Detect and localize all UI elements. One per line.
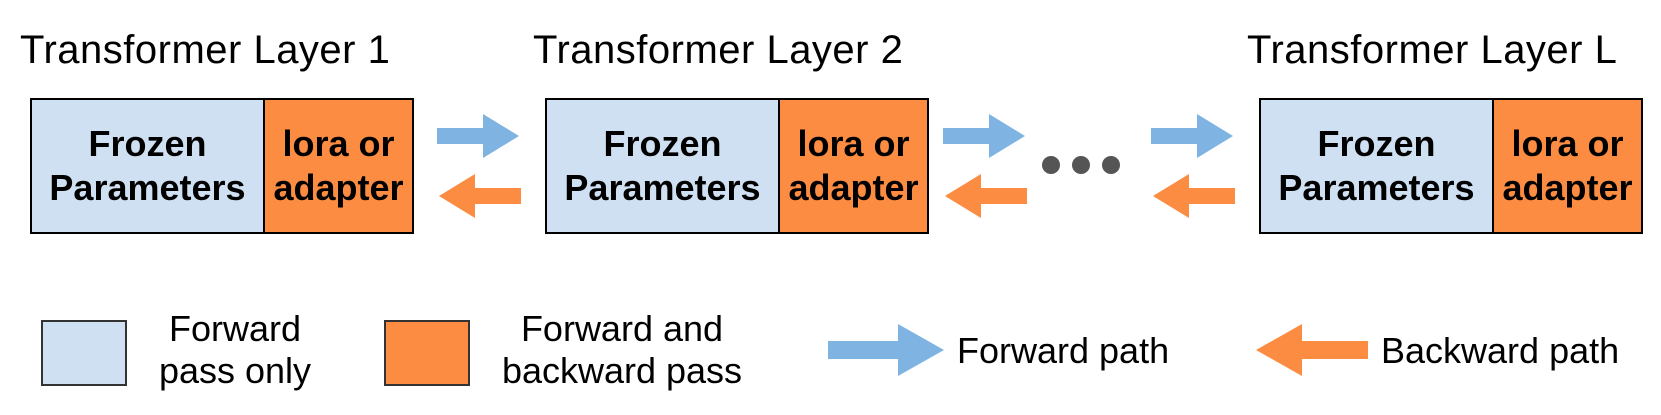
frozen-label-line1: Frozen <box>603 123 722 164</box>
frozen-label-line2: Parameters <box>49 167 246 208</box>
backward-arrow-icon <box>945 174 1027 218</box>
ellipsis-dot <box>1102 156 1120 174</box>
frozen-parameters-cell: Frozen Parameters <box>32 100 265 232</box>
frozen-label-line1: Frozen <box>88 123 207 164</box>
legend-trainable-label: Forward and backward pass <box>486 308 758 392</box>
backward-arrow-icon <box>1153 174 1235 218</box>
layer-1-title: Transformer Layer 1 <box>20 28 391 72</box>
layer-l-title: Transformer Layer L <box>1247 28 1618 72</box>
layer-l-block: Frozen Parameters lora or adapter <box>1259 98 1643 234</box>
ellipsis-icon <box>1042 156 1120 174</box>
legend-frozen-line1: Forward <box>168 308 302 349</box>
legend-trainable-line2: backward pass <box>501 350 743 391</box>
frozen-label-line2: Parameters <box>1278 167 1475 208</box>
frozen-label-line1: Frozen <box>1317 123 1436 164</box>
lora-label-line2: adapter <box>1502 167 1633 208</box>
lora-adapter-cell: lora or adapter <box>265 100 412 232</box>
legend-forward-arrow-icon <box>828 324 944 376</box>
lora-label-line1: lora or <box>1511 123 1624 164</box>
frozen-label-line2: Parameters <box>564 167 761 208</box>
lora-label-line2: adapter <box>788 167 919 208</box>
legend-trainable-line1: Forward and <box>520 308 724 349</box>
lora-adapter-cell: lora or adapter <box>1494 100 1641 232</box>
layer-1-block: Frozen Parameters lora or adapter <box>30 98 414 234</box>
legend-backward-arrow-icon <box>1256 324 1368 376</box>
ellipsis-dot <box>1042 156 1060 174</box>
legend-forward-path-label: Forward path <box>957 330 1170 371</box>
lora-label-line2: adapter <box>273 167 404 208</box>
frozen-parameters-cell: Frozen Parameters <box>1261 100 1494 232</box>
frozen-parameters-cell: Frozen Parameters <box>547 100 780 232</box>
lora-label-line1: lora or <box>797 123 910 164</box>
layer-2-block: Frozen Parameters lora or adapter <box>545 98 929 234</box>
forward-arrow-icon <box>1151 114 1233 158</box>
legend-trainable-swatch <box>384 320 470 386</box>
legend-frozen-line2: pass only <box>158 350 312 391</box>
legend-backward-path-label: Backward path <box>1381 330 1620 371</box>
forward-arrow-icon <box>943 114 1025 158</box>
backward-arrow-icon <box>439 174 521 218</box>
ellipsis-dot <box>1072 156 1090 174</box>
legend-frozen-swatch <box>41 320 127 386</box>
layer-2-title: Transformer Layer 2 <box>533 28 904 72</box>
legend-frozen-label: Forward pass only <box>140 308 330 392</box>
lora-adapter-cell: lora or adapter <box>780 100 927 232</box>
forward-arrow-icon <box>437 114 519 158</box>
lora-label-line1: lora or <box>282 123 395 164</box>
